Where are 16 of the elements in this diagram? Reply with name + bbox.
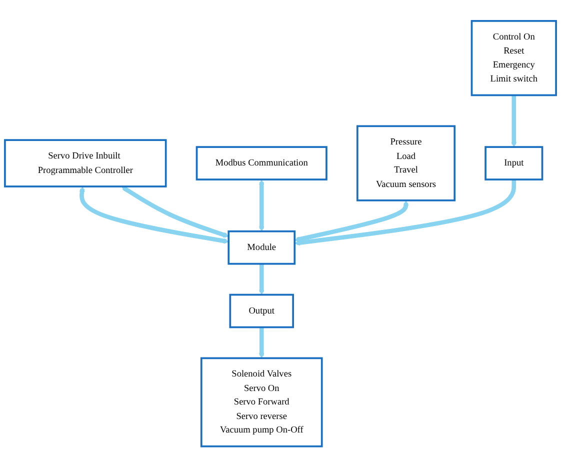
node-box: Servo Drive Inbuilt Programmable Controller <box>4 138 167 188</box>
arrow <box>258 327 264 358</box>
arrow <box>511 95 517 148</box>
arrow <box>294 200 409 242</box>
arrow <box>122 186 229 238</box>
node-box: Output <box>229 294 294 328</box>
node-box: Solenoid Valves Servo On Servo Forward Servo reverse Vacuum pump On-Off <box>200 357 323 448</box>
arrow <box>294 179 516 246</box>
arrow <box>258 179 264 232</box>
node-box: Modbus Communication <box>196 146 328 180</box>
node-box: Module <box>228 230 296 265</box>
node-box: Input <box>484 146 544 180</box>
node-box: Pressure Load Travel Vacuum sensors <box>356 125 456 202</box>
arrow <box>79 186 229 244</box>
arrow <box>258 264 264 295</box>
node-box: Control On Reset Emergency Limit switch <box>470 20 557 96</box>
